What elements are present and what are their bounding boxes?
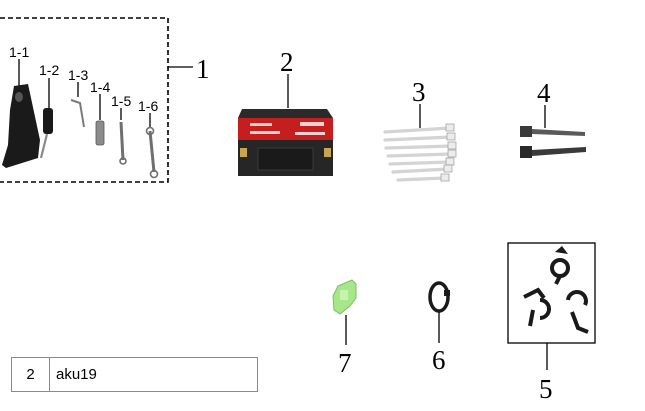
clips-callout-number: 5 <box>539 374 553 404</box>
battery-top-face <box>238 109 333 118</box>
connector-callout-number: 7 <box>338 348 352 378</box>
battery-red-band-icon <box>238 118 333 140</box>
battery-terminal-right-icon <box>324 148 331 157</box>
wrench-1-6-icon <box>148 130 156 173</box>
wrench-1-6-head-top-icon <box>145 126 155 136</box>
sub-label-1-4: 1-4 <box>90 79 110 95</box>
clip-right-icon <box>566 290 589 334</box>
straps-callout-number: 4 <box>537 78 551 108</box>
sub-label-1-1: 1-1 <box>9 44 29 60</box>
toolkit-dashed-box <box>0 17 169 183</box>
battery-label-strip-4 <box>295 132 325 135</box>
ring-part: 6 <box>428 281 450 375</box>
strap-upper-icon <box>532 129 585 136</box>
toolkit-group: 1 1-1 1-2 1-3 1-4 1-5 1-6 <box>0 17 210 183</box>
sub-label-1-5: 1-5 <box>111 93 131 109</box>
wrench-1-5-head-icon <box>119 157 127 165</box>
battery-callout-number: 2 <box>280 47 294 77</box>
clip-left-icon <box>523 287 551 327</box>
battery-label-strip-3 <box>250 131 280 134</box>
battery-front-recess <box>257 147 314 171</box>
sub-label-1-3: 1-3 <box>68 67 88 83</box>
battery-label-strip-1 <box>250 123 272 126</box>
toolkit-callout-number: 1 <box>196 54 210 84</box>
part-name-cell: aku19 <box>49 357 258 392</box>
cable-ties-heads-icon <box>440 123 457 182</box>
cable-ties-part: 3 <box>383 77 457 182</box>
strap-lower-icon <box>532 147 586 156</box>
socket-icon <box>95 120 105 146</box>
screwdriver-handle-icon <box>43 108 53 134</box>
clips-part: 5 <box>507 242 596 404</box>
connector-slot-icon <box>340 290 348 300</box>
battery-terminal-left-icon <box>240 148 247 157</box>
straps-part: 4 <box>520 78 586 158</box>
ring-callout-number: 6 <box>432 345 446 375</box>
connector-part: 7 <box>332 279 357 378</box>
sub-label-1-6: 1-6 <box>138 98 158 114</box>
ring-icon <box>428 281 450 313</box>
cable-ties-bundle-icon <box>383 126 454 182</box>
wrench-1-5-icon <box>119 121 125 161</box>
battery-part: 2 <box>238 47 333 176</box>
cable-ties-callout-number: 3 <box>412 77 426 107</box>
wrench-1-6-head-bottom-icon <box>149 169 159 179</box>
allen-key-icon <box>70 99 85 128</box>
clips-frame <box>507 242 596 344</box>
sub-label-1-2: 1-2 <box>39 62 59 78</box>
part-number-cell: 2 <box>11 357 50 392</box>
clip-top-icon <box>550 258 570 285</box>
ring-tab-icon <box>444 290 450 296</box>
clip-top-tab-icon <box>555 246 568 254</box>
strap-lower-buckle-icon <box>520 146 532 158</box>
battery-label-strip-2 <box>300 122 324 126</box>
tool-bag-buckle-icon <box>15 92 23 102</box>
strap-upper-buckle-icon <box>520 126 532 137</box>
tool-bag-icon <box>2 84 40 168</box>
screwdriver-shaft-icon <box>39 133 49 159</box>
